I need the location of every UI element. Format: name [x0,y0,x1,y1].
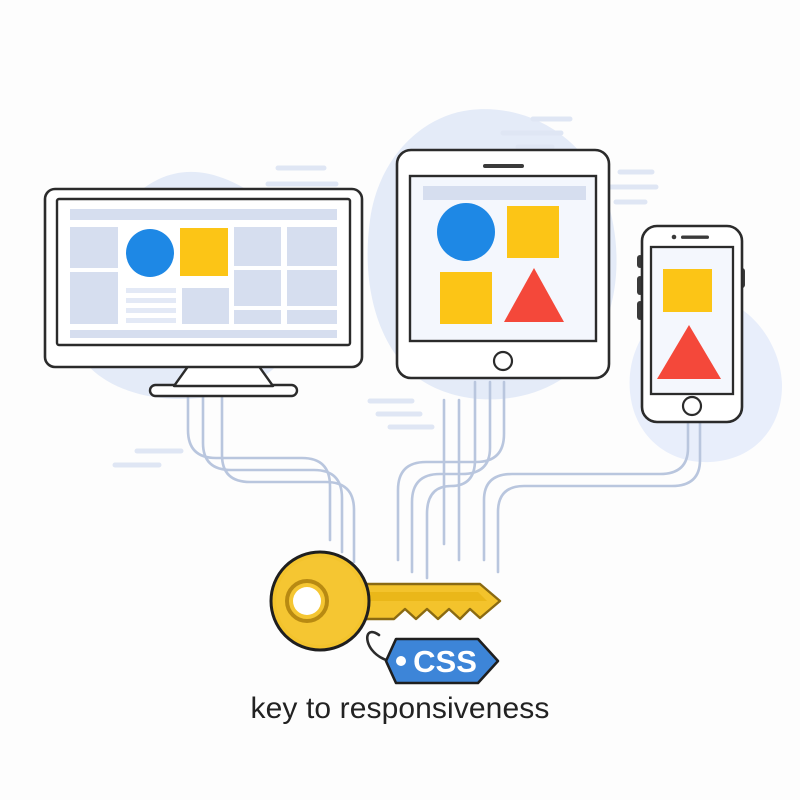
monitor-text-line-3 [126,308,176,313]
tablet-yellow-square-2 [440,272,492,324]
tag-hole [396,656,406,666]
desktop-monitor[interactable] [43,187,364,398]
phone-screen-content [657,269,721,379]
dash-group-right [607,169,659,205]
phone-yellow-square [663,269,712,312]
smartphone-device[interactable] [637,224,745,424]
key-head-hole [293,587,321,615]
cable-6 [425,380,477,580]
cable-7 [482,418,690,562]
cable-5 [410,380,492,574]
cable-8 [496,418,702,574]
monitor-sidebar-block-1 [70,227,118,268]
tag-shape [384,637,500,685]
monitor-header-bar [70,209,337,220]
tablet-blue-circle [437,203,495,261]
tablet-device[interactable] [395,148,611,380]
tablet-screen[interactable] [412,178,594,339]
cable-1 [186,380,332,542]
tag-label: CSS [413,644,477,679]
monitor-grid-block-1 [234,227,281,266]
page-caption: key to responsiveness [250,692,550,725]
monitor-text-line-1 [126,288,176,293]
key-head-ring [285,579,329,623]
monitor-grid-block-4 [287,270,337,306]
dash-group-left-lower [112,448,184,468]
tablet-red-triangle [504,268,564,322]
tablet-home-button[interactable] [492,350,514,372]
phone-camera-icon [671,234,677,240]
cable-4 [396,380,506,562]
decorative-dashes [112,116,659,468]
cable-bundle [186,380,702,580]
monitor-sidebar-block-2 [70,272,118,324]
monitor-text-line-2 [126,298,176,303]
dash-group-top-center [500,116,573,150]
phone-red-triangle [657,325,721,379]
phone-speaker-icon [681,235,709,239]
key-blade-groove [360,592,487,601]
monitor-content-block [182,288,229,324]
monitor-grid-block-6 [287,310,337,324]
monitor-grid-block-5 [234,310,281,324]
tablet-header-bar [423,186,586,200]
tablet-speaker-icon [483,164,524,168]
css-key[interactable] [269,550,502,652]
phone-home-button[interactable] [681,395,703,417]
tablet-yellow-square-1 [507,206,559,258]
dash-group-mid-center [367,398,435,430]
monitor-grid-block-3 [234,270,281,306]
tablet-screen-content [423,186,586,324]
monitor-screen-content [70,209,337,338]
monitor-text-line-4 [126,318,176,323]
monitor-grid-block-2 [287,227,337,266]
monitor-footer-bar [70,330,337,338]
monitor-blue-circle [126,229,174,277]
cable-3 [220,380,356,564]
css-tag[interactable]: CSS [365,630,500,685]
monitor-yellow-square [180,228,228,276]
cable-2 [201,380,344,554]
